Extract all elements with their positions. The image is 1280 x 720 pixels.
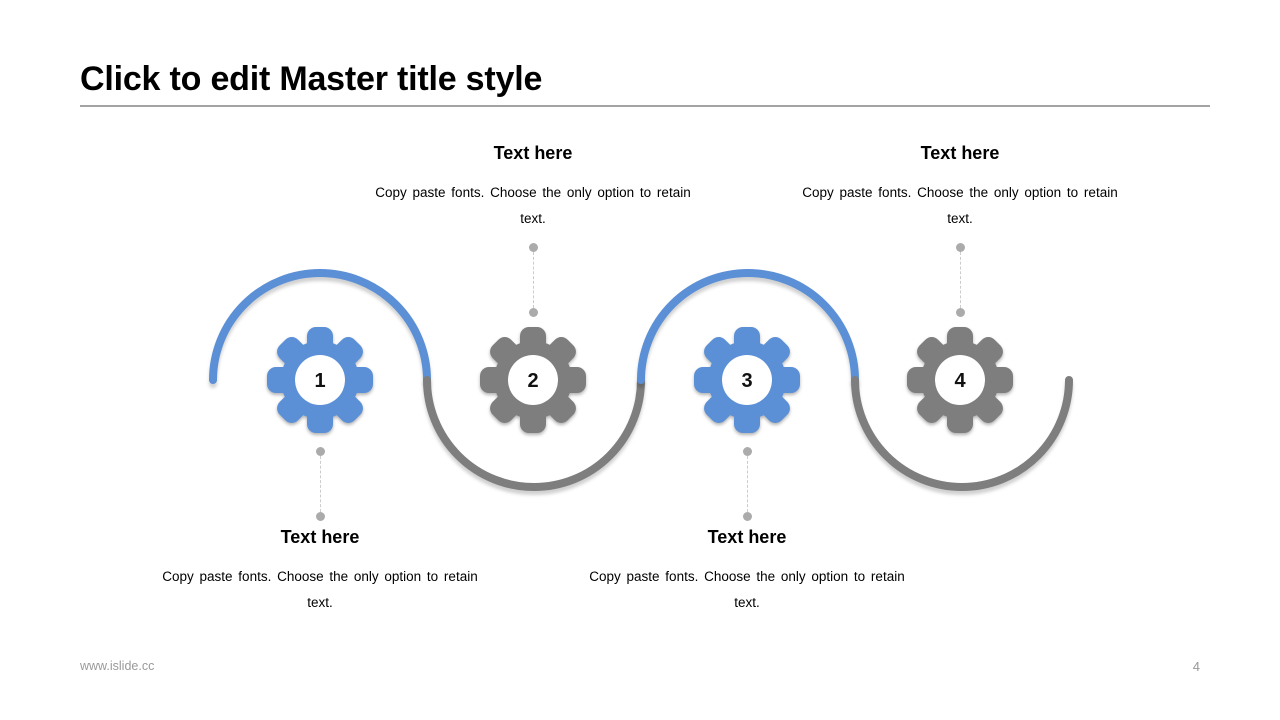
connector-dot	[955, 243, 965, 252]
step-label-body: Copy paste fonts. Choose the only option…	[162, 569, 478, 610]
gear-hub	[295, 355, 345, 405]
step-label-title: Text here	[707, 527, 787, 547]
connector-dashed-line	[319, 456, 321, 512]
step-label-body: Copy paste fonts. Choose the only option…	[375, 185, 691, 226]
step-label-title: Text here	[280, 527, 360, 547]
page-number: 4	[1192, 659, 1200, 674]
connector-step-1	[315, 447, 325, 521]
gear-hub	[722, 355, 772, 405]
connector-dot	[315, 447, 325, 456]
step-label-body: Copy paste fonts. Choose the only option…	[802, 185, 1118, 226]
step-4-text-block[interactable]: Text here Copy paste fonts. Choose the o…	[800, 142, 1120, 232]
wave-arc-4	[851, 376, 1073, 491]
wave-arc-2	[423, 376, 645, 491]
step-label-title: Text here	[493, 143, 573, 163]
gear-step-3[interactable]: 3	[694, 327, 800, 433]
gear-step-2[interactable]: 2	[480, 327, 586, 433]
gear-step-4[interactable]: 4	[907, 327, 1013, 433]
gear-number: 2	[527, 370, 538, 392]
connector-dot	[742, 447, 752, 456]
connector-step-4	[955, 243, 965, 317]
step-1-text-block[interactable]: Text here Copy paste fonts. Choose the o…	[160, 526, 480, 616]
connector-dot	[528, 243, 538, 252]
page-title[interactable]: Click to edit Master title style	[80, 60, 543, 98]
connector-dot	[955, 308, 965, 317]
step-3-text-block[interactable]: Text here Copy paste fonts. Choose the o…	[587, 526, 907, 616]
wave-arc-3	[637, 269, 859, 384]
gear-number: 1	[314, 370, 325, 392]
connector-dashed-line	[746, 456, 748, 512]
connector-step-3	[742, 447, 752, 521]
wave-curve	[209, 269, 1073, 491]
title-underline	[80, 105, 1210, 107]
connector-dashed-line	[959, 252, 961, 308]
gear-step-1[interactable]: 1	[267, 327, 373, 433]
step-label-body: Copy paste fonts. Choose the only option…	[589, 569, 905, 610]
connector-dashed-line	[532, 252, 534, 308]
gear-number: 3	[741, 370, 752, 392]
step-label-title: Text here	[920, 143, 1000, 163]
connector-dot	[315, 512, 325, 521]
gear-hub	[935, 355, 985, 405]
gear-hub	[508, 355, 558, 405]
connector-dot	[742, 512, 752, 521]
connector-step-2	[528, 243, 538, 317]
connector-dot	[528, 308, 538, 317]
gear-number: 4	[954, 370, 966, 392]
wave-arc-1	[209, 269, 431, 384]
footer-url[interactable]: www.islide.cc	[80, 659, 155, 673]
step-2-text-block[interactable]: Text here Copy paste fonts. Choose the o…	[373, 142, 693, 232]
